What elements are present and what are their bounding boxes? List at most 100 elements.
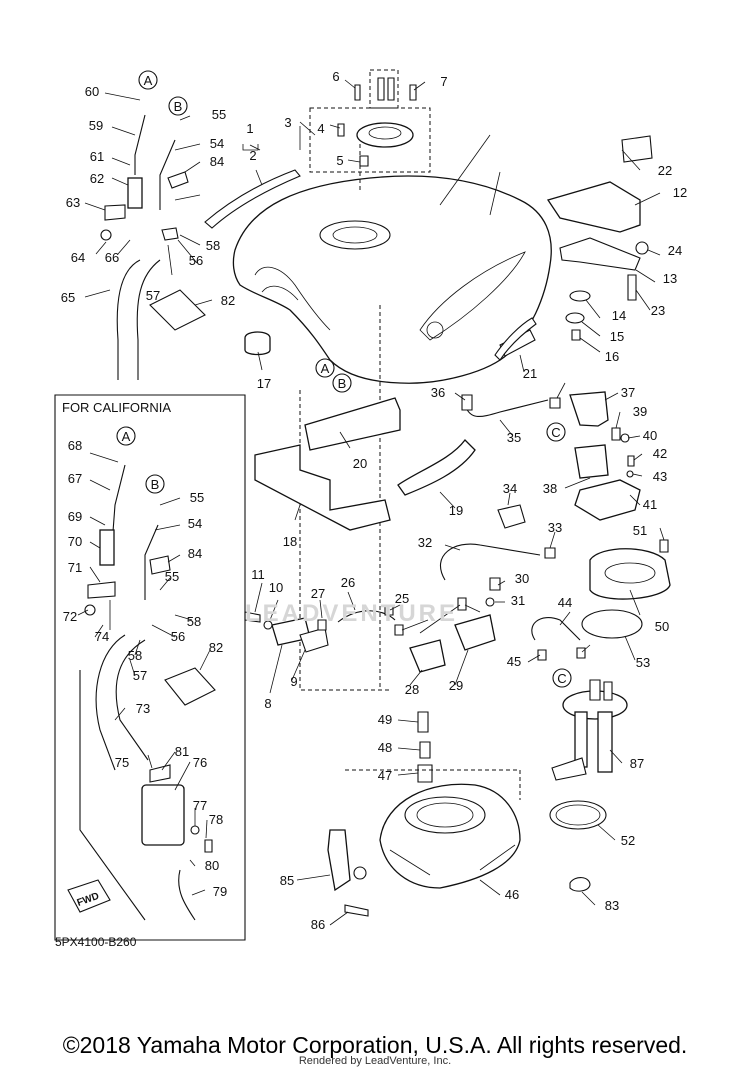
damper-pad-20 [304, 397, 401, 451]
fuel-hose-32 [439, 543, 541, 581]
svg-text:16: 16 [605, 349, 619, 364]
callout-C-pump: C [546, 422, 566, 442]
fitting-56 [161, 227, 179, 241]
clip-33b [457, 597, 467, 611]
svg-text:70: 70 [68, 534, 82, 549]
svg-text:55: 55 [165, 569, 179, 584]
svg-text:44: 44 [558, 595, 572, 610]
gasket-53 [581, 609, 643, 639]
nut-24 [635, 241, 649, 255]
bracket-mark-1 [242, 144, 259, 151]
svg-text:81: 81 [175, 744, 189, 759]
bolt-39 [611, 427, 621, 441]
rendered-by-notice: Rendered by LeadVenture, Inc. [298, 1055, 452, 1067]
washer-40 [620, 433, 630, 443]
svg-text:54: 54 [188, 516, 202, 531]
callout-B-tank: B [332, 373, 352, 393]
collar-48 [419, 741, 431, 759]
bolt-7 [409, 84, 417, 101]
svg-text:2: 2 [249, 148, 256, 163]
svg-text:10: 10 [269, 580, 283, 595]
svg-text:41: 41 [643, 497, 657, 512]
svg-text:43: 43 [653, 469, 667, 484]
part-code: 5PX4100-B260 [55, 935, 137, 949]
washer-31 [485, 597, 495, 607]
svg-text:13: 13 [663, 271, 677, 286]
svg-text:48: 48 [378, 740, 392, 755]
pump-38 [574, 444, 609, 479]
svg-text:66: 66 [105, 250, 119, 265]
collar-15 [565, 312, 585, 324]
svg-text:69: 69 [68, 509, 82, 524]
bolt-42 [627, 455, 635, 467]
svg-text:84: 84 [210, 154, 224, 169]
svg-text:80: 80 [205, 858, 219, 873]
svg-text:40: 40 [643, 428, 657, 443]
svg-text:32: 32 [418, 535, 432, 550]
fuel-hose-35 [464, 399, 549, 417]
rear-bracket [559, 237, 641, 271]
svg-text:24: 24 [668, 243, 682, 258]
svg-text:14: 14 [612, 308, 626, 323]
clip-27a [317, 619, 327, 631]
svg-text:47: 47 [378, 768, 392, 783]
leader-lines [77, 79, 665, 926]
svg-text:C: C [557, 671, 566, 686]
washer-43 [626, 470, 634, 478]
clip-83 [569, 877, 591, 892]
bolt-49 [417, 711, 429, 733]
side-cover [546, 181, 641, 233]
bolt-6 [354, 84, 361, 101]
copyright-notice: ©2018 Yamaha Motor Corporation, U.S.A. A… [62, 1032, 688, 1058]
pressure-regulator-28 [409, 639, 446, 673]
callout-C-flange: C [552, 668, 572, 688]
svg-text:65: 65 [61, 290, 75, 305]
clamp-36a [461, 394, 473, 411]
svg-text:26: 26 [341, 575, 355, 590]
svg-text:36: 36 [431, 385, 445, 400]
svg-text:42: 42 [653, 446, 667, 461]
drain-cap [244, 331, 271, 356]
svg-text:61: 61 [90, 149, 104, 164]
svg-text:27: 27 [311, 586, 325, 601]
svg-text:85: 85 [280, 873, 294, 888]
inset-part-labels: 55 54 84 55 58 56 58 57 82 [128, 490, 223, 683]
svg-text:8: 8 [264, 696, 271, 711]
svg-text:83: 83 [605, 898, 619, 913]
svg-text:75: 75 [115, 755, 129, 770]
svg-text:C: C [551, 425, 560, 440]
flange-50 [589, 548, 671, 600]
svg-text:82: 82 [209, 640, 223, 655]
callout-A-tank: A [315, 358, 335, 378]
svg-text:15: 15 [610, 329, 624, 344]
callout-B-top: B [168, 96, 188, 116]
vent-hose-main [100, 114, 206, 380]
plate-9 [299, 627, 329, 653]
svg-text:60: 60 [85, 84, 99, 99]
svg-text:59: 59 [89, 118, 103, 133]
svg-text:64: 64 [71, 250, 85, 265]
pump-37 [569, 391, 609, 427]
svg-text:11: 11 [251, 567, 265, 582]
svg-text:18: 18 [283, 534, 297, 549]
svg-text:31: 31 [511, 593, 525, 608]
fwd-arrow-icon [67, 879, 111, 913]
grommet-47 [417, 764, 433, 783]
svg-text:52: 52 [621, 833, 635, 848]
svg-text:56: 56 [189, 253, 203, 268]
hose-44 [531, 617, 581, 641]
svg-text:86: 86 [311, 917, 325, 932]
svg-text:17: 17 [257, 376, 271, 391]
svg-text:3: 3 [284, 115, 291, 130]
clip-45a [537, 649, 547, 661]
svg-text:57: 57 [146, 288, 160, 303]
hose-26 [337, 610, 396, 623]
svg-text:53: 53 [636, 655, 650, 670]
svg-text:33: 33 [548, 520, 562, 535]
part-labels: 1 2 3 4 5 6 7 8 9 10 11 12 13 14 15 16 1… [61, 69, 687, 932]
svg-text:56: 56 [171, 629, 185, 644]
gasket-52 [549, 800, 607, 830]
clip-25 [384, 604, 394, 616]
svg-text:55: 55 [212, 107, 226, 122]
svg-text:54: 54 [210, 136, 224, 151]
